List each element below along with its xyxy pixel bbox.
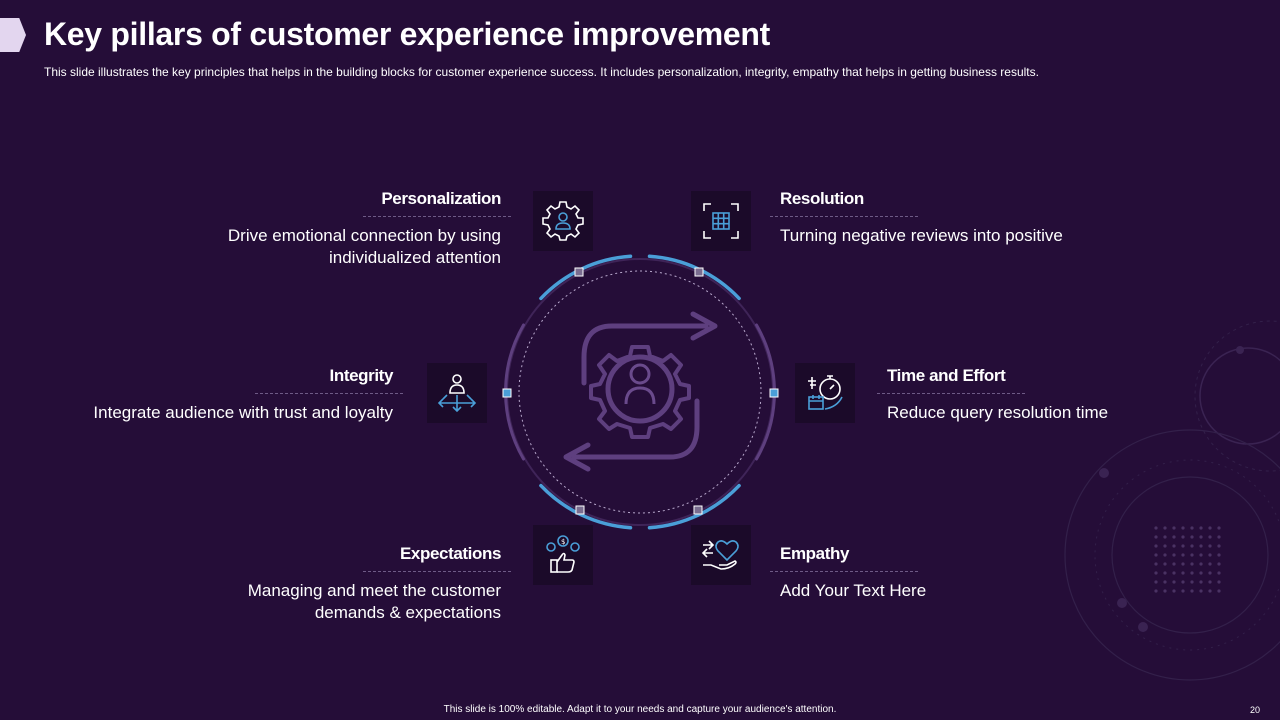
personalization-icon-box (533, 191, 593, 251)
pillar-description: Add Your Text Here (780, 581, 927, 600)
resolution-icon-box (691, 191, 751, 251)
empathy-icon-box (691, 525, 751, 585)
stopwatch-calendar-icon (808, 375, 843, 410)
gear-user-icon (542, 201, 584, 241)
time-effort-icon-box (795, 363, 855, 423)
integrity-icon-box (427, 363, 487, 423)
pillar-description: Managing and meet the customer demands &… (247, 581, 501, 622)
pillar-description: Drive emotional connection by using indi… (227, 226, 501, 267)
pillar-divider (255, 393, 403, 394)
pillar-title: Integrity (329, 366, 394, 385)
pillar-divider (877, 393, 1025, 394)
pillar-description: Turning negative reviews into positive (780, 226, 1063, 245)
pillar-description: Reduce query resolution time (887, 403, 1109, 422)
pillar-description: Integrate audience with trust and loyalt… (93, 403, 393, 422)
pillar-title: Time and Effort (887, 366, 1006, 385)
pillar-resolution: Resolution Turning negative reviews into… (770, 188, 1140, 247)
expectations-icon-box: $ (533, 525, 593, 585)
page-title: Key pillars of customer experience impro… (44, 16, 771, 52)
pillar-title: Expectations (399, 544, 501, 563)
money-thumbs-up-icon: $ (546, 535, 580, 573)
person-arrows-icon (437, 374, 477, 413)
scan-grid-icon (703, 203, 739, 239)
pillar-title: Resolution (780, 189, 864, 208)
heart-hand-icon (701, 540, 739, 570)
page-number: 20 (1249, 705, 1260, 715)
pillar-integrity: Integrity Integrate audience with trust … (60, 365, 403, 424)
pillar-expectations: Expectations Managing and meet the custo… (200, 543, 511, 624)
pillar-empathy: Empathy Add Your Text Here (770, 543, 1140, 602)
svg-text:$: $ (561, 538, 565, 546)
pillar-divider (363, 571, 511, 572)
pillar-title: Personalization (381, 189, 501, 208)
pillar-personalization: Personalization Drive emotional connecti… (200, 188, 511, 269)
pillar-divider (770, 216, 918, 217)
pillar-title: Empathy (780, 544, 849, 563)
pillar-time-effort: Time and Effort Reduce query resolution … (877, 365, 1167, 424)
page-subtitle: This slide illustrates the key principle… (44, 65, 1039, 79)
footer-note: This slide is 100% editable. Adapt it to… (443, 704, 837, 715)
pillar-divider (770, 571, 918, 572)
pillar-divider (363, 216, 511, 217)
